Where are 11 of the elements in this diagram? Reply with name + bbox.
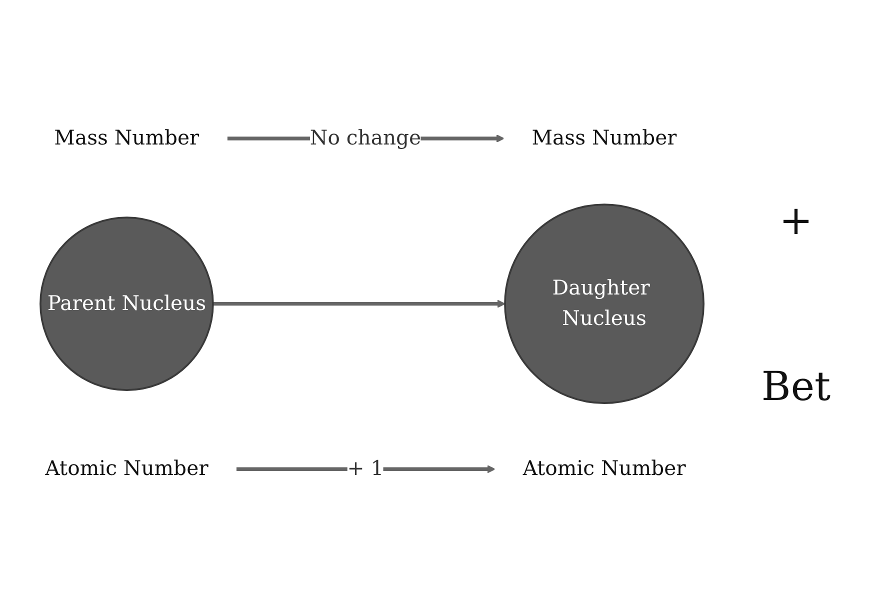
node-text: Mass Number <box>54 126 200 150</box>
arrow <box>212 299 506 308</box>
node-text: Atomic Number <box>45 457 208 480</box>
label-text: Bet <box>761 364 831 410</box>
node-text: Mass Number <box>532 126 677 150</box>
edge-label: + 1 <box>347 457 384 480</box>
label-text: + <box>779 198 813 244</box>
edge-label: No change <box>310 126 422 150</box>
node-text: Atomic Number <box>522 457 686 480</box>
node-circle: Daughter Nucleus <box>504 203 704 404</box>
node-circle: Parent Nucleus <box>40 216 214 391</box>
